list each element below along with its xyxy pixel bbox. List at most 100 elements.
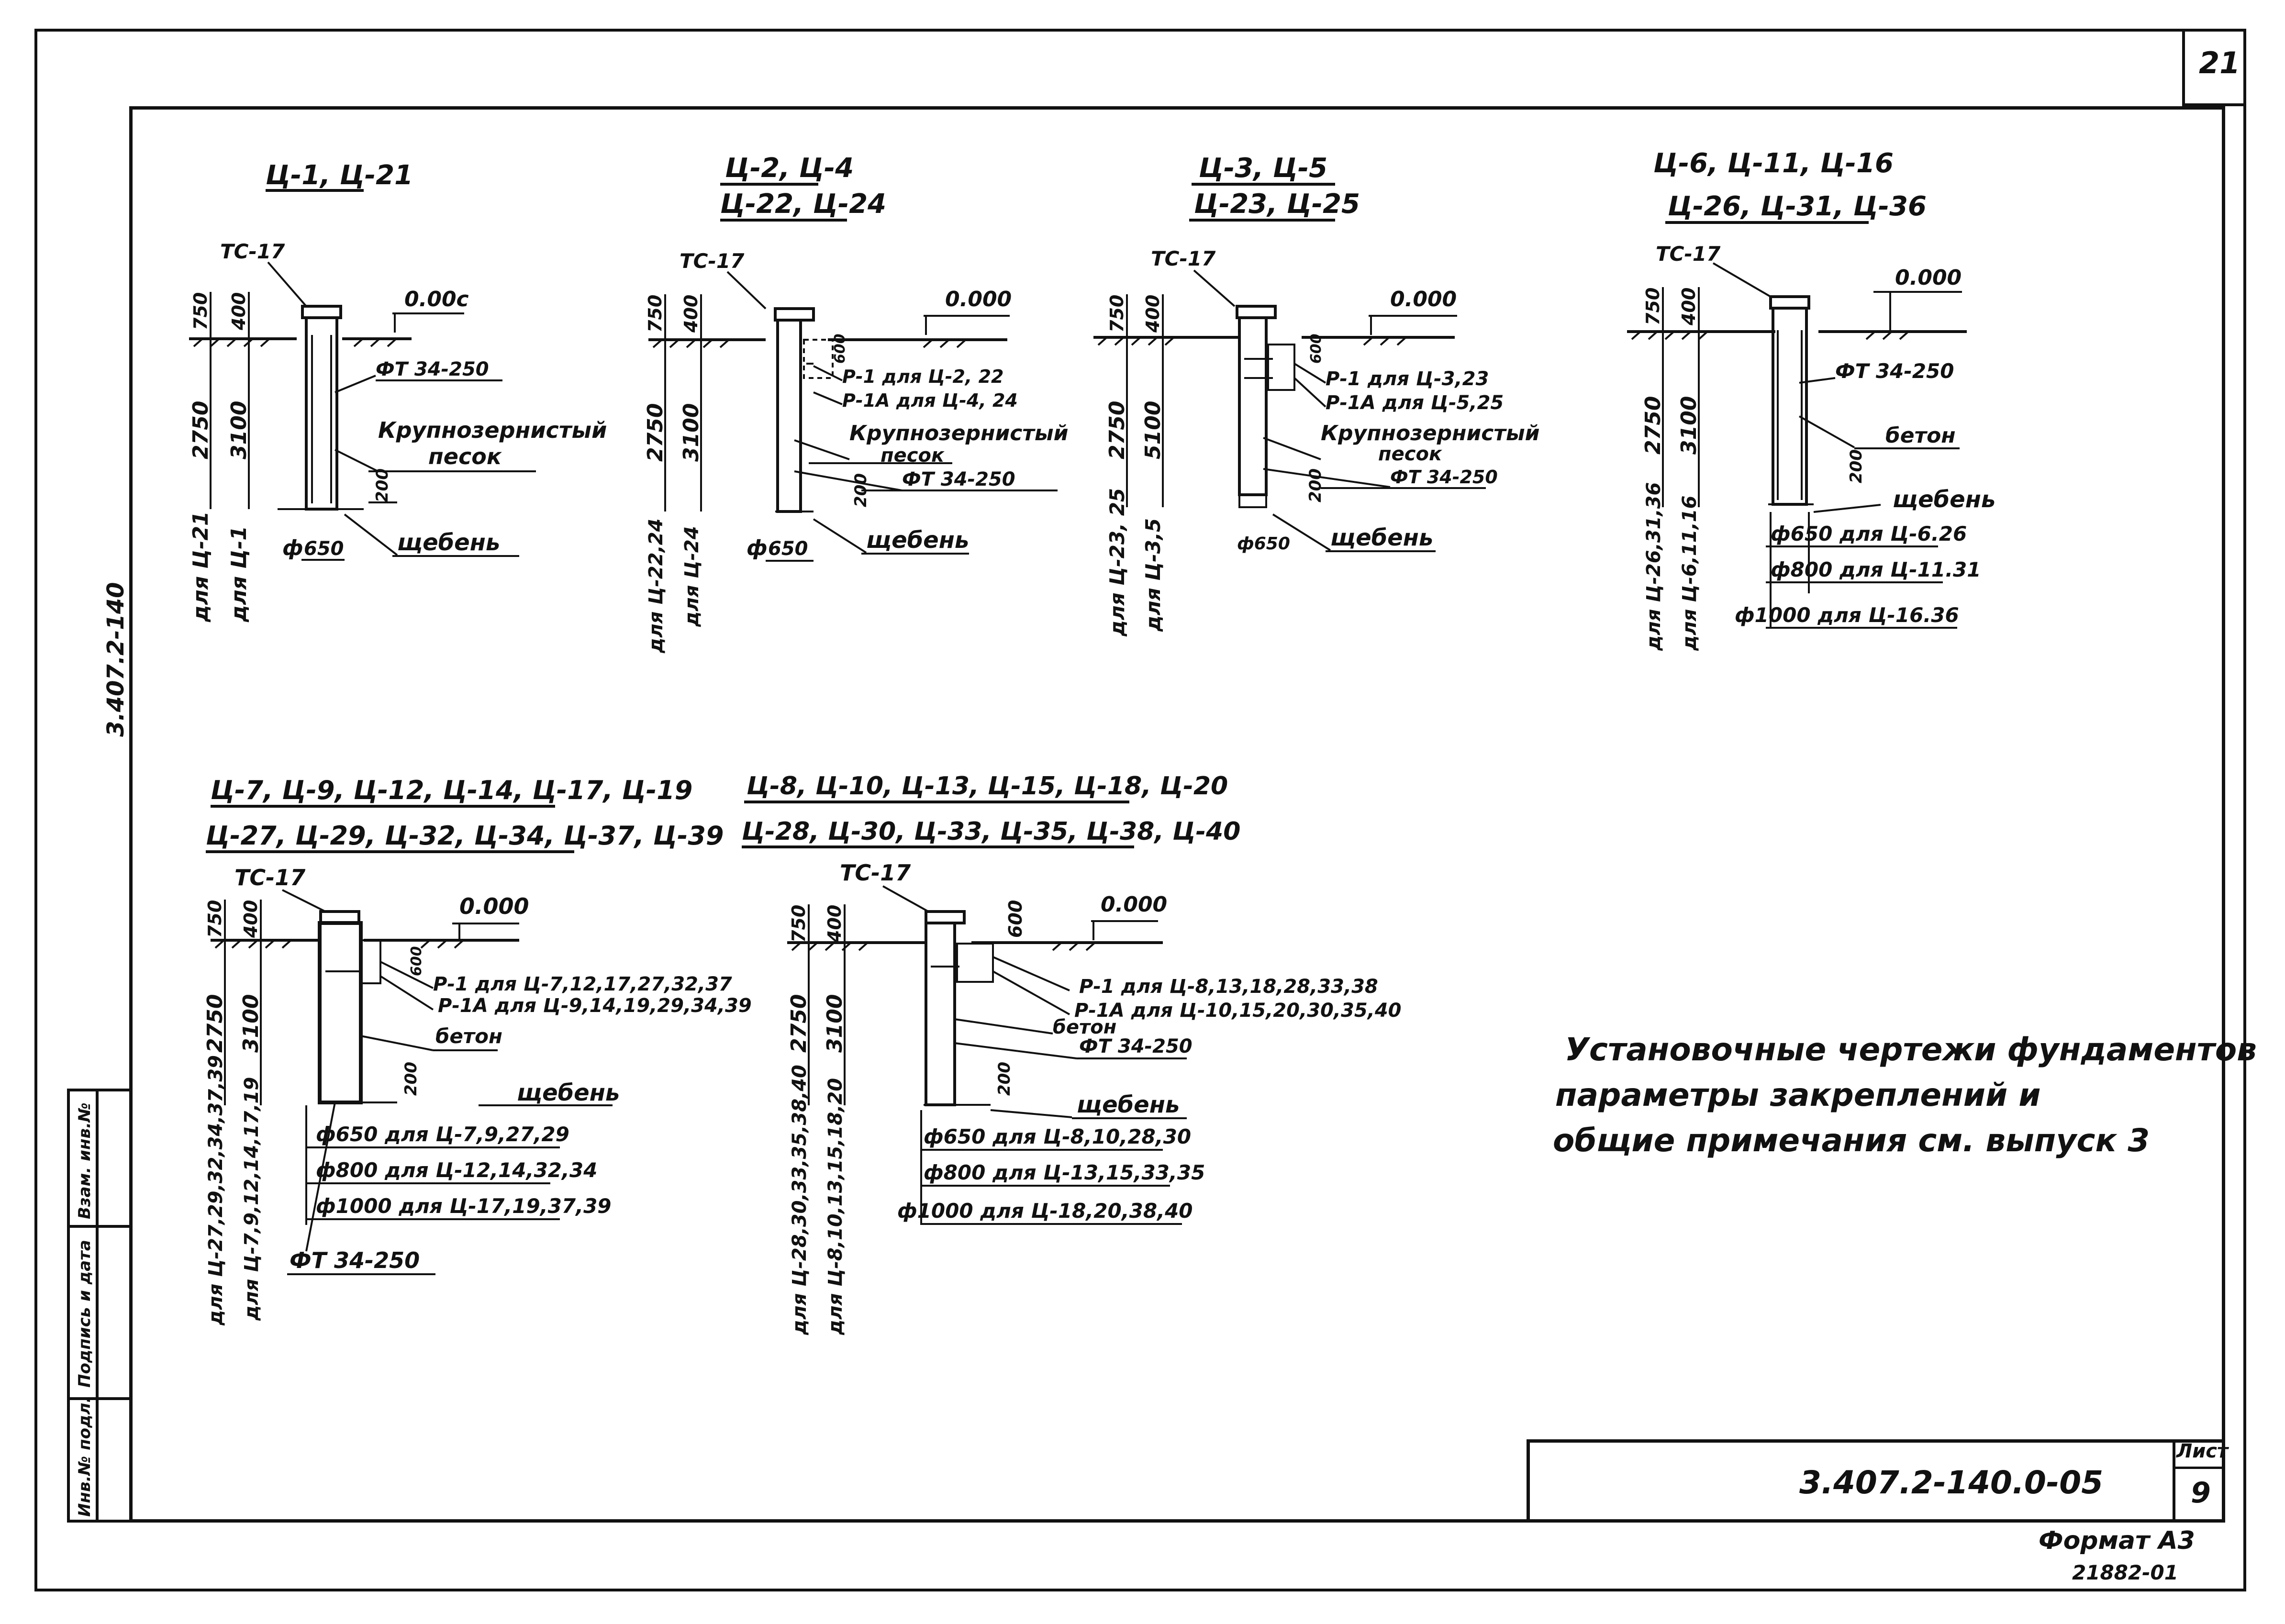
svg-text:600: 600 [832, 334, 848, 364]
stamp-label-1: Инв.№ подл. [75, 1397, 94, 1517]
svg-text:750: 750 [204, 900, 225, 938]
svg-text:ф650 для Ц-8,10,28,30: ф650 для Ц-8,10,28,30 [924, 1125, 1191, 1148]
svg-text:3100: 3100 [823, 994, 847, 1053]
svg-text:Крупнозернистый: Крупнозернистый [1321, 421, 1540, 445]
svg-text:для Ц-24: для Ц-24 [681, 526, 703, 627]
svg-text:Ц-6, Ц-11, Ц-16: Ц-6, Ц-11, Ц-16 [1653, 148, 1894, 179]
svg-text:Ц-3, Ц-5: Ц-3, Ц-5 [1199, 153, 1327, 184]
svg-text:бетон: бетон [435, 1024, 502, 1048]
svg-text:для Ц-8,10,13,15,18,20: для Ц-8,10,13,15,18,20 [825, 1078, 847, 1335]
svg-text:Ц-22, Ц-24: Ц-22, Ц-24 [720, 189, 886, 220]
svg-text:2750: 2750 [1105, 401, 1129, 459]
svg-text:для Ц-3,5: для Ц-3,5 [1141, 518, 1165, 632]
svg-text:750: 750 [645, 295, 666, 333]
left-stamp-rule [67, 1225, 129, 1228]
svg-text:ф1000 для Ц-17,19,37,39: ф1000 для Ц-17,19,37,39 [316, 1194, 612, 1218]
svg-text:для Ц-21: для Ц-21 [189, 511, 213, 623]
svg-text:песок: песок [1378, 443, 1442, 465]
svg-text:ФТ 34-250: ФТ 34-250 [1390, 467, 1498, 488]
svg-text:Р-1А для Ц-10,15,20,30,35,40: Р-1А для Ц-10,15,20,30,35,40 [1074, 1000, 1402, 1022]
svg-text:3100: 3100 [227, 401, 251, 459]
svg-text:200: 200 [401, 1062, 421, 1096]
svg-text:400: 400 [1678, 288, 1699, 326]
title-block-sheet-rule [2173, 1467, 2225, 1469]
format-label: Формат А3 [2039, 1526, 2195, 1555]
svg-text:бетон: бетон [1053, 1016, 1116, 1038]
title-block [1527, 1439, 2225, 1523]
svg-text:Р-1А для Ц-9,14,19,29,34,39: Р-1А для Ц-9,14,19,29,34,39 [438, 995, 752, 1017]
title-block-sheet-cell [2173, 1439, 2225, 1523]
svg-text:5100: 5100 [1141, 401, 1165, 459]
detail-c1: Ц-1, Ц-21 ТС-17 0.00с 750 400 2750 3100 … [189, 160, 607, 623]
svg-text:щебень: щебень [1077, 1091, 1180, 1118]
side-label: 3.407.2-140 [102, 582, 129, 737]
svg-text:ФТ 34-250: ФТ 34-250 [376, 358, 489, 380]
svg-text:ТС-17: ТС-17 [1151, 247, 1216, 270]
svg-text:ф: ф [282, 536, 303, 560]
svg-text:бетон: бетон [1885, 423, 1956, 448]
svg-text:ф1000 для Ц-16.36: ф1000 для Ц-16.36 [1735, 603, 1959, 627]
svg-text:Ц-26, Ц-31, Ц-36: Ц-26, Ц-31, Ц-36 [1668, 191, 1927, 222]
svg-text:2750: 2750 [787, 994, 811, 1053]
svg-text:0.000: 0.000 [945, 287, 1012, 311]
svg-text:3100: 3100 [1677, 396, 1701, 455]
svg-text:2750: 2750 [1641, 396, 1665, 455]
svg-text:750: 750 [1106, 295, 1127, 333]
svg-text:400: 400 [1142, 295, 1163, 333]
detail-c3: Ц-3, Ц-5 Ц-23, Ц-25 ТС-17 0.000 750 400 … [1093, 153, 1540, 637]
svg-text:для Ц-6,11,16: для Ц-6,11,16 [1679, 496, 1701, 651]
svg-text:Ц-7, Ц-9, Ц-12, Ц-14, Ц-17, Ц-: Ц-7, Ц-9, Ц-12, Ц-14, Ц-17, Ц-19 [211, 775, 692, 805]
svg-text:Ц-2, Ц-4: Ц-2, Ц-4 [725, 153, 854, 184]
svg-text:2750: 2750 [643, 403, 668, 462]
archive-number: 21882-01 [2072, 1561, 2178, 1584]
svg-text:Р-1 для Ц-8,13,18,28,33,38: Р-1 для Ц-8,13,18,28,33,38 [1079, 976, 1378, 998]
svg-text:для Ц-26,31,36: для Ц-26,31,36 [1643, 482, 1665, 651]
detail-c7: Ц-7, Ц-9, Ц-12, Ц-14, Ц-17, Ц-19 Ц-27, Ц… [203, 775, 752, 1326]
left-stamp-rule [67, 1397, 129, 1400]
left-stamp-divider [96, 1089, 99, 1523]
svg-text:ФТ 34-250: ФТ 34-250 [1835, 359, 1954, 383]
tc-label: ТС-17 [220, 240, 285, 263]
svg-text:для Ц-1: для Ц-1 [227, 526, 251, 623]
note-line-1: Установочные чертежи фундаментов [1565, 1031, 2257, 1068]
svg-text:щебень: щебень [1893, 486, 1995, 513]
svg-text:200: 200 [995, 1062, 1014, 1096]
svg-text:для Ц-7,9,12,14,17,19: для Ц-7,9,12,14,17,19 [241, 1077, 263, 1321]
svg-text:0.000: 0.000 [1895, 266, 1962, 290]
svg-text:400: 400 [824, 905, 845, 943]
sheet-number-box [2182, 32, 2244, 106]
svg-text:750: 750 [788, 905, 809, 943]
svg-text:0.000: 0.000 [459, 893, 529, 919]
stamp-label-3: Взам. инв.№ [75, 1102, 94, 1219]
svg-text:ф650 для Ц-7,9,27,29: ф650 для Ц-7,9,27,29 [316, 1123, 569, 1146]
svg-text:3100: 3100 [239, 994, 263, 1053]
drawing-frame [129, 106, 2225, 1523]
svg-text:для Ц-22,24: для Ц-22,24 [645, 519, 667, 654]
svg-text:щебень: щебень [517, 1079, 620, 1106]
detail-c6: Ц-6, Ц-11, Ц-16 Ц-26, Ц-31, Ц-36 ТС-17 0… [1627, 148, 1995, 651]
svg-text:ТС-17: ТС-17 [1656, 242, 1721, 266]
zero-mark: 0.00с [404, 287, 469, 311]
svg-text:200: 200 [373, 468, 392, 502]
svg-text:Р-1А для Ц-5,25: Р-1А для Ц-5,25 [1326, 392, 1504, 414]
stamp-label-2: Подпись и дата [75, 1240, 94, 1388]
svg-text:600: 600 [1005, 900, 1026, 938]
svg-text:ф: ф [747, 536, 768, 560]
svg-text:ТС-17: ТС-17 [234, 865, 305, 890]
svg-text:песок: песок [428, 444, 502, 469]
svg-text:400: 400 [240, 900, 261, 938]
detail-c1-title: Ц-1, Ц-21 [266, 160, 413, 191]
svg-text:ФТ 34-250: ФТ 34-250 [290, 1247, 420, 1273]
svg-text:щебень: щебень [397, 529, 500, 556]
svg-text:650: 650 [768, 538, 808, 560]
svg-text:600: 600 [1308, 334, 1325, 364]
svg-text:ТС-17: ТС-17 [680, 249, 745, 273]
svg-text:ф650 для Ц-6.26: ф650 для Ц-6.26 [1771, 522, 1967, 545]
svg-text:400: 400 [228, 292, 249, 331]
detail-c8: Ц-8, Ц-10, Ц-13, Ц-15, Ц-18, Ц-20 Ц-28, … [742, 772, 1402, 1335]
svg-text:Крупнозернистый: Крупнозернистый [378, 417, 607, 443]
svg-text:3100: 3100 [679, 403, 703, 462]
detail-c2: Ц-2, Ц-4 Ц-22, Ц-24 ТС-17 0.000 750 400 … [643, 153, 1069, 654]
svg-text:Ц-28, Ц-30, Ц-33, Ц-35, Ц-38,: Ц-28, Ц-30, Ц-33, Ц-35, Ц-38, Ц-40 [742, 817, 1240, 846]
